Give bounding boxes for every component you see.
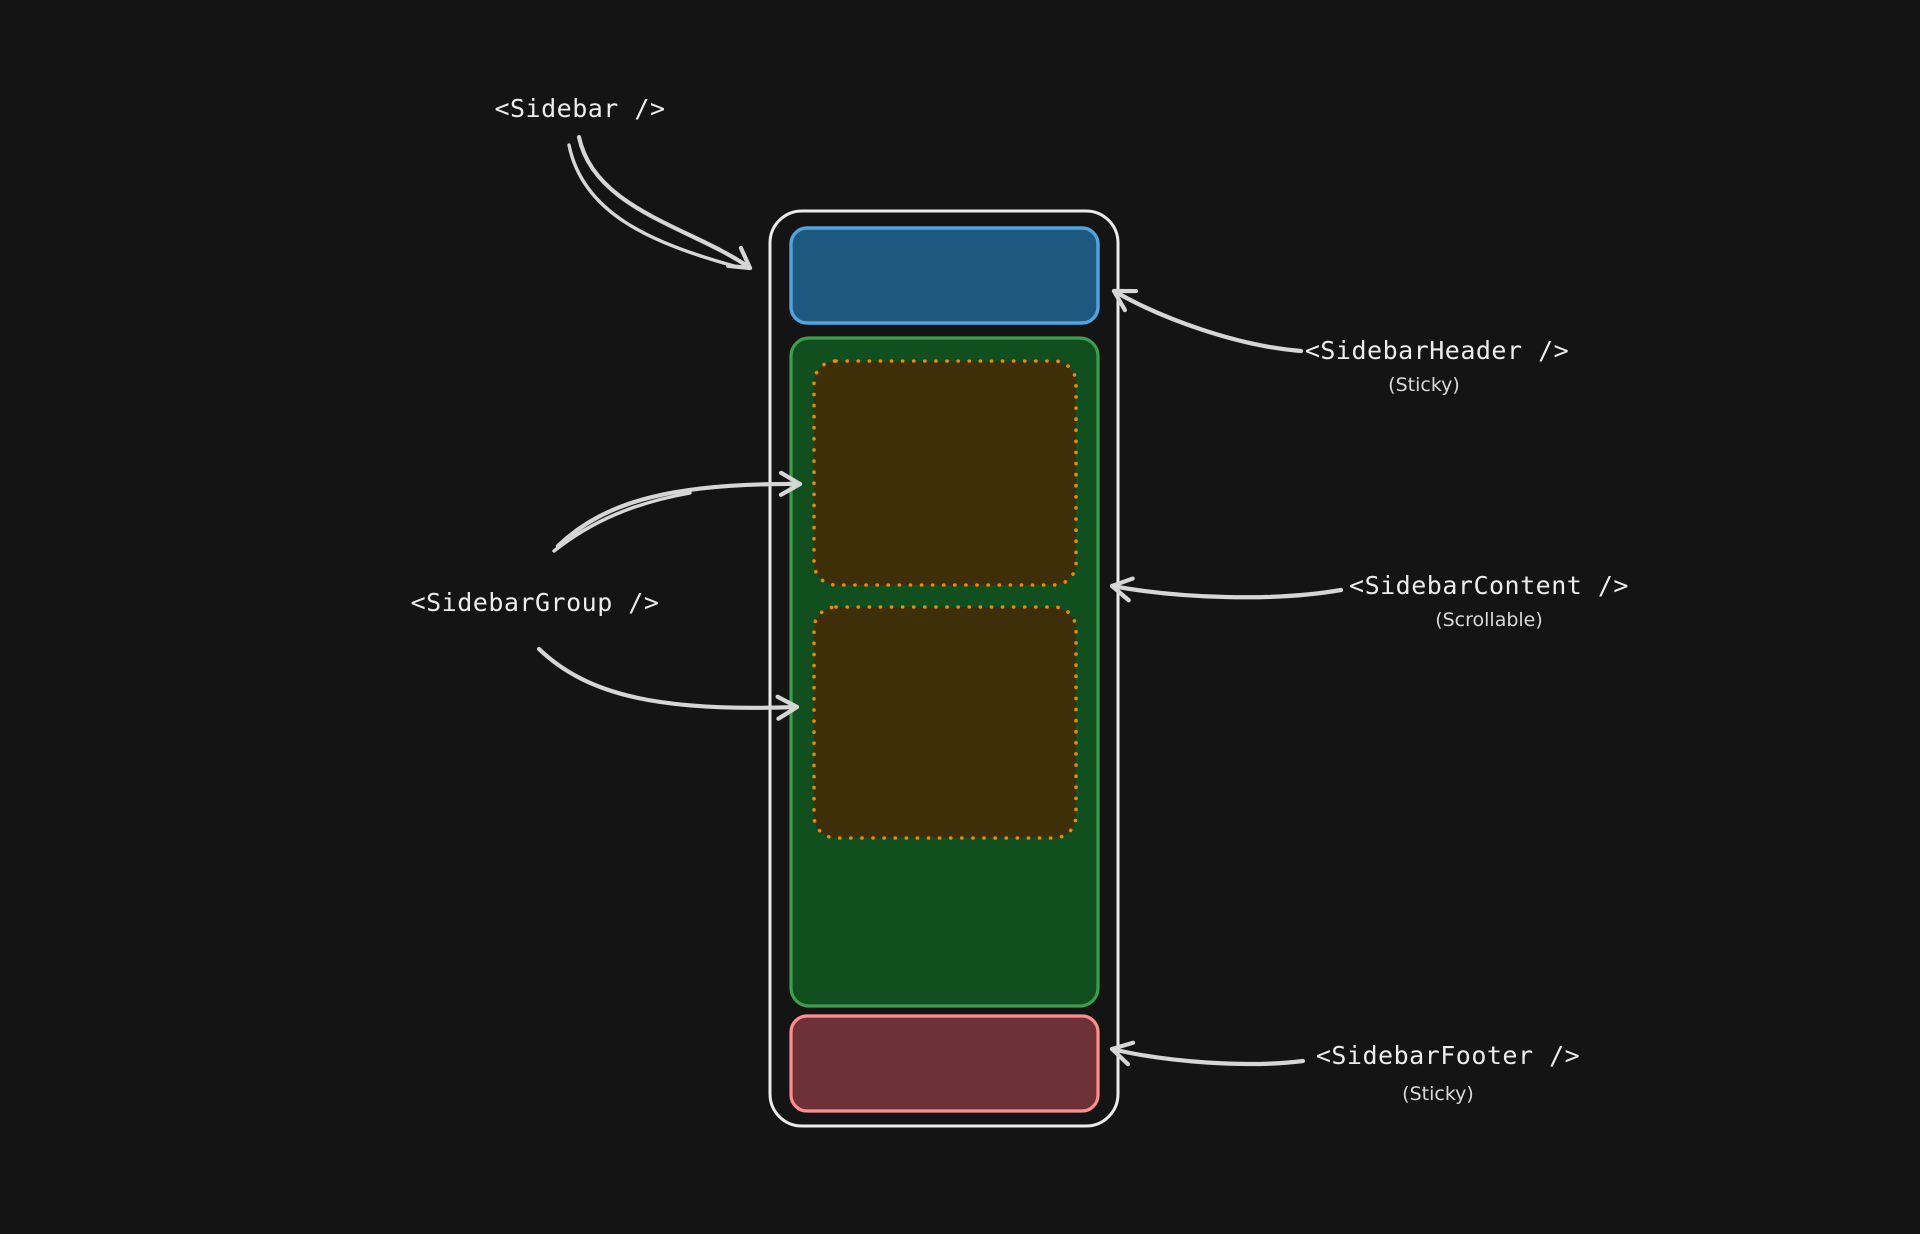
sidebar-label: <Sidebar /> <box>494 94 665 123</box>
sidebar-content-label: <SidebarContent /> <box>1349 571 1629 600</box>
sidebar-header-box <box>789 226 1100 325</box>
arrow-header <box>1111 288 1304 354</box>
arrow-group-1 <box>555 470 803 549</box>
sidebar-header-sublabel: (Sticky) <box>1388 374 1460 396</box>
arrow-group-2 <box>536 646 800 721</box>
sidebar-group-box-2 <box>812 605 1078 840</box>
arrow-footer <box>1109 1040 1306 1067</box>
sidebar-content-sublabel: (Scrollable) <box>1435 609 1543 631</box>
arrow-sidebar-second-stroke <box>567 143 736 268</box>
sidebar-group-label: <SidebarGroup /> <box>411 588 660 617</box>
arrow-group-1-second-stroke <box>552 491 692 553</box>
sidebar-footer-sublabel: (Sticky) <box>1402 1083 1474 1105</box>
arrow-sidebar <box>576 134 753 271</box>
sidebar-container-box <box>768 209 1120 1128</box>
sidebar-footer-box <box>789 1014 1100 1113</box>
arrow-content <box>1109 576 1344 603</box>
sidebar-header-label: <SidebarHeader /> <box>1305 336 1569 365</box>
sidebar-footer-label: <SidebarFooter /> <box>1316 1041 1580 1070</box>
sidebar-group-box-1 <box>812 359 1078 587</box>
